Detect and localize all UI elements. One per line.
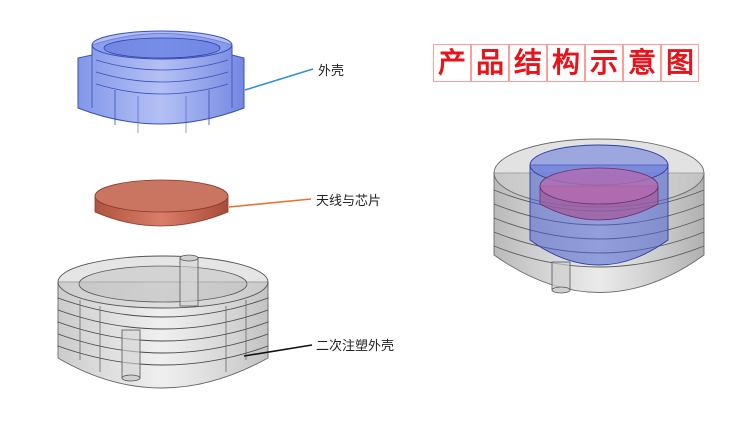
title-char: 图: [661, 44, 699, 82]
antenna-chip-leader-line: [228, 198, 312, 208]
shell-label: 外壳: [318, 64, 345, 79]
assembled-product: [493, 138, 705, 294]
overmold-part: [57, 254, 269, 389]
overmold-shell-label: 二次注塑外壳: [316, 339, 395, 354]
antenna-chip-part: [94, 179, 229, 227]
title-char: 产: [433, 44, 471, 82]
title-char: 示: [585, 44, 623, 82]
shell-part: [77, 30, 245, 133]
antenna-chip-label: 天线与芯片: [316, 194, 382, 209]
overmold-leader-line: [243, 344, 313, 357]
title-char: 构: [547, 44, 585, 82]
title-char: 结: [509, 44, 547, 82]
title-char: 意: [623, 44, 661, 82]
shell-leader-line: [244, 68, 314, 91]
diagram-title: 产品结构示意图: [433, 44, 699, 84]
title-char: 品: [471, 44, 509, 82]
